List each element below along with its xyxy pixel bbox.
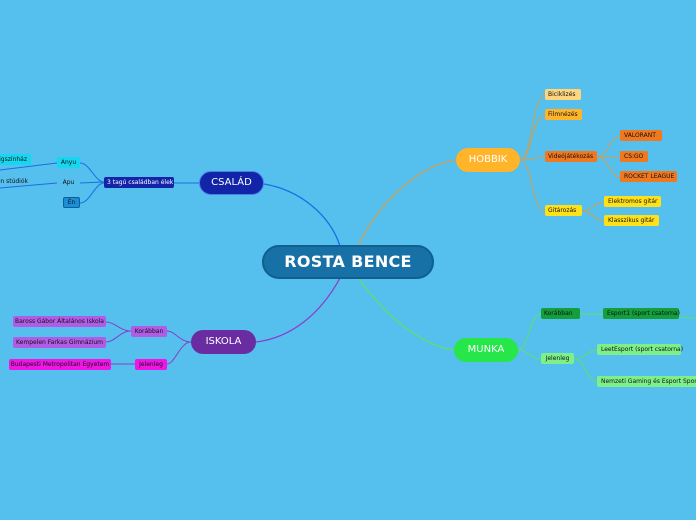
csalad-member-anyu[interactable]: Anyu	[57, 157, 80, 168]
branch-hobbik[interactable]: HOBBIK	[456, 148, 520, 172]
munka-item-leetesport[interactable]: LeetEsport (sport csatorna)	[597, 344, 683, 355]
iskola-item-kempelen[interactable]: Kempelen Farkas Gimnázium	[13, 337, 106, 348]
guitar-elektromos[interactable]: Elektromos gitár	[604, 196, 661, 207]
csalad-member-apu[interactable]: Apu	[57, 177, 80, 188]
munka-item-esport1[interactable]: Esport1 (sport csatorna)	[603, 308, 680, 319]
game-valorant[interactable]: VALORANT	[620, 130, 662, 141]
hobbik-item-videojatekozas[interactable]: Videójátékozás	[545, 151, 597, 162]
hobbik-item-biciklizes[interactable]: Biciklizés	[545, 89, 581, 100]
link-root-iskola	[255, 277, 341, 343]
csalad-group[interactable]: 3 tagú családban élek	[104, 177, 174, 188]
munka-item-nemzeti-gaming[interactable]: Nemzeti Gaming és Esport Sportág	[597, 376, 696, 387]
branch-munka[interactable]: MUNKA	[454, 338, 518, 362]
iskola-jelenleg[interactable]: Jelenleg	[135, 359, 167, 370]
csalad-member-en[interactable]: Én	[63, 197, 80, 208]
iskola-korabban[interactable]: Korábban	[131, 326, 167, 337]
link-root-munka	[357, 277, 455, 351]
game-rocket-league[interactable]: ROCKET LEAGUE	[620, 171, 677, 182]
branch-csalad[interactable]: CSALÁD	[199, 171, 264, 195]
guitar-klasszikus[interactable]: Klasszikus gitár	[604, 215, 659, 226]
iskola-item-metropolitan[interactable]: Budapesti Metropolitan Egyetem	[9, 359, 111, 370]
game-csgo[interactable]: CS:GO	[620, 151, 648, 162]
iskola-item-baross[interactable]: Baross Gábor Általános Iskola	[13, 316, 106, 327]
munka-korabban[interactable]: Korábban	[541, 308, 580, 319]
link-root-csalad	[263, 183, 341, 247]
hobbik-item-gitarozas[interactable]: Gitározás	[545, 205, 582, 216]
root-node[interactable]: ROSTA BENCE	[262, 245, 434, 279]
munka-jelenleg[interactable]: Jelenleg	[541, 353, 574, 364]
link-root-hobbik	[357, 159, 457, 247]
branch-iskola[interactable]: ISKOLA	[191, 330, 256, 354]
csalad-note-vigszinhaz[interactable]: Vigszínház	[0, 154, 31, 165]
csalad-note-studiok[interactable]: ron stúdiók	[0, 177, 28, 185]
hobbik-item-filmnezes[interactable]: Filmnézés	[545, 109, 582, 120]
